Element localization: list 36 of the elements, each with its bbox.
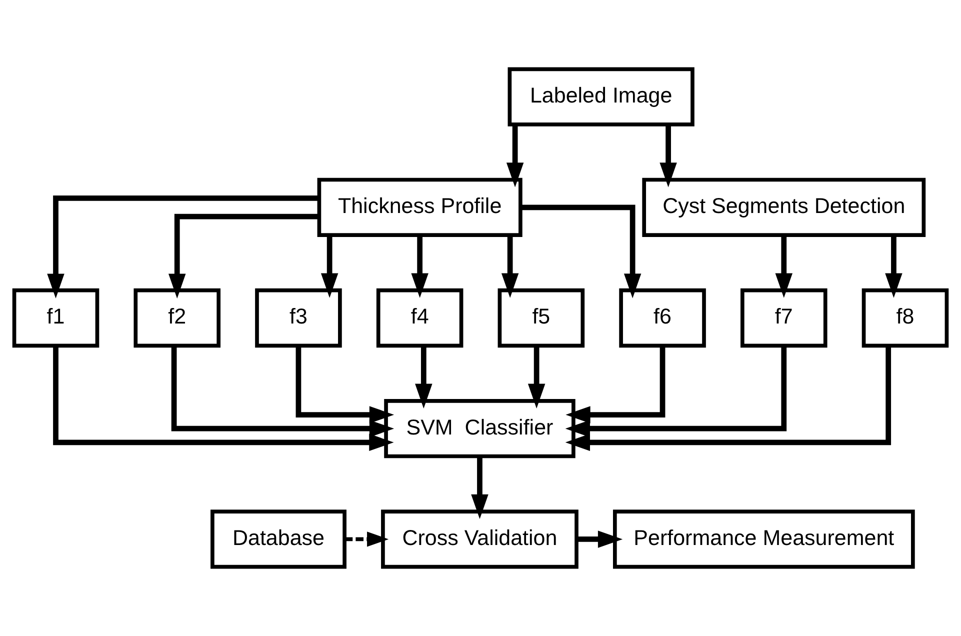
arrow <box>576 530 623 548</box>
arrow <box>885 235 902 298</box>
arrow <box>415 346 432 408</box>
arrow <box>565 346 892 452</box>
arrow <box>53 346 394 452</box>
node-box: Labeled Image <box>508 67 694 126</box>
node-box: f1 <box>12 288 100 348</box>
node-box: Performance Measurement <box>613 510 915 569</box>
arrow <box>320 235 338 298</box>
arrow <box>411 235 428 298</box>
arrow <box>566 346 666 424</box>
arrow <box>471 456 488 520</box>
arrow <box>775 235 793 298</box>
arrow <box>171 346 394 438</box>
arrow <box>168 214 319 298</box>
node-box: f8 <box>862 288 949 348</box>
arrow <box>296 346 394 424</box>
arrow <box>565 346 787 438</box>
arrow <box>528 346 546 408</box>
arrow <box>501 235 519 298</box>
arrow <box>47 196 319 298</box>
node-box: Database <box>210 510 346 569</box>
node-box: f2 <box>134 288 220 348</box>
node-box: f6 <box>619 288 706 348</box>
node-box: Cyst Segments Detection <box>642 178 926 237</box>
node-box: f5 <box>498 288 585 348</box>
arrow <box>506 124 524 188</box>
node-box: SVM Classifier <box>384 399 576 458</box>
node-box: f3 <box>255 288 342 348</box>
node-box: Cross Validation <box>381 510 578 569</box>
node-box: f7 <box>740 288 828 348</box>
arrow <box>660 124 677 188</box>
arrow <box>344 532 389 547</box>
arrow <box>520 204 642 298</box>
node-box: Thickness Profile <box>317 178 522 237</box>
node-box: f4 <box>376 288 464 348</box>
